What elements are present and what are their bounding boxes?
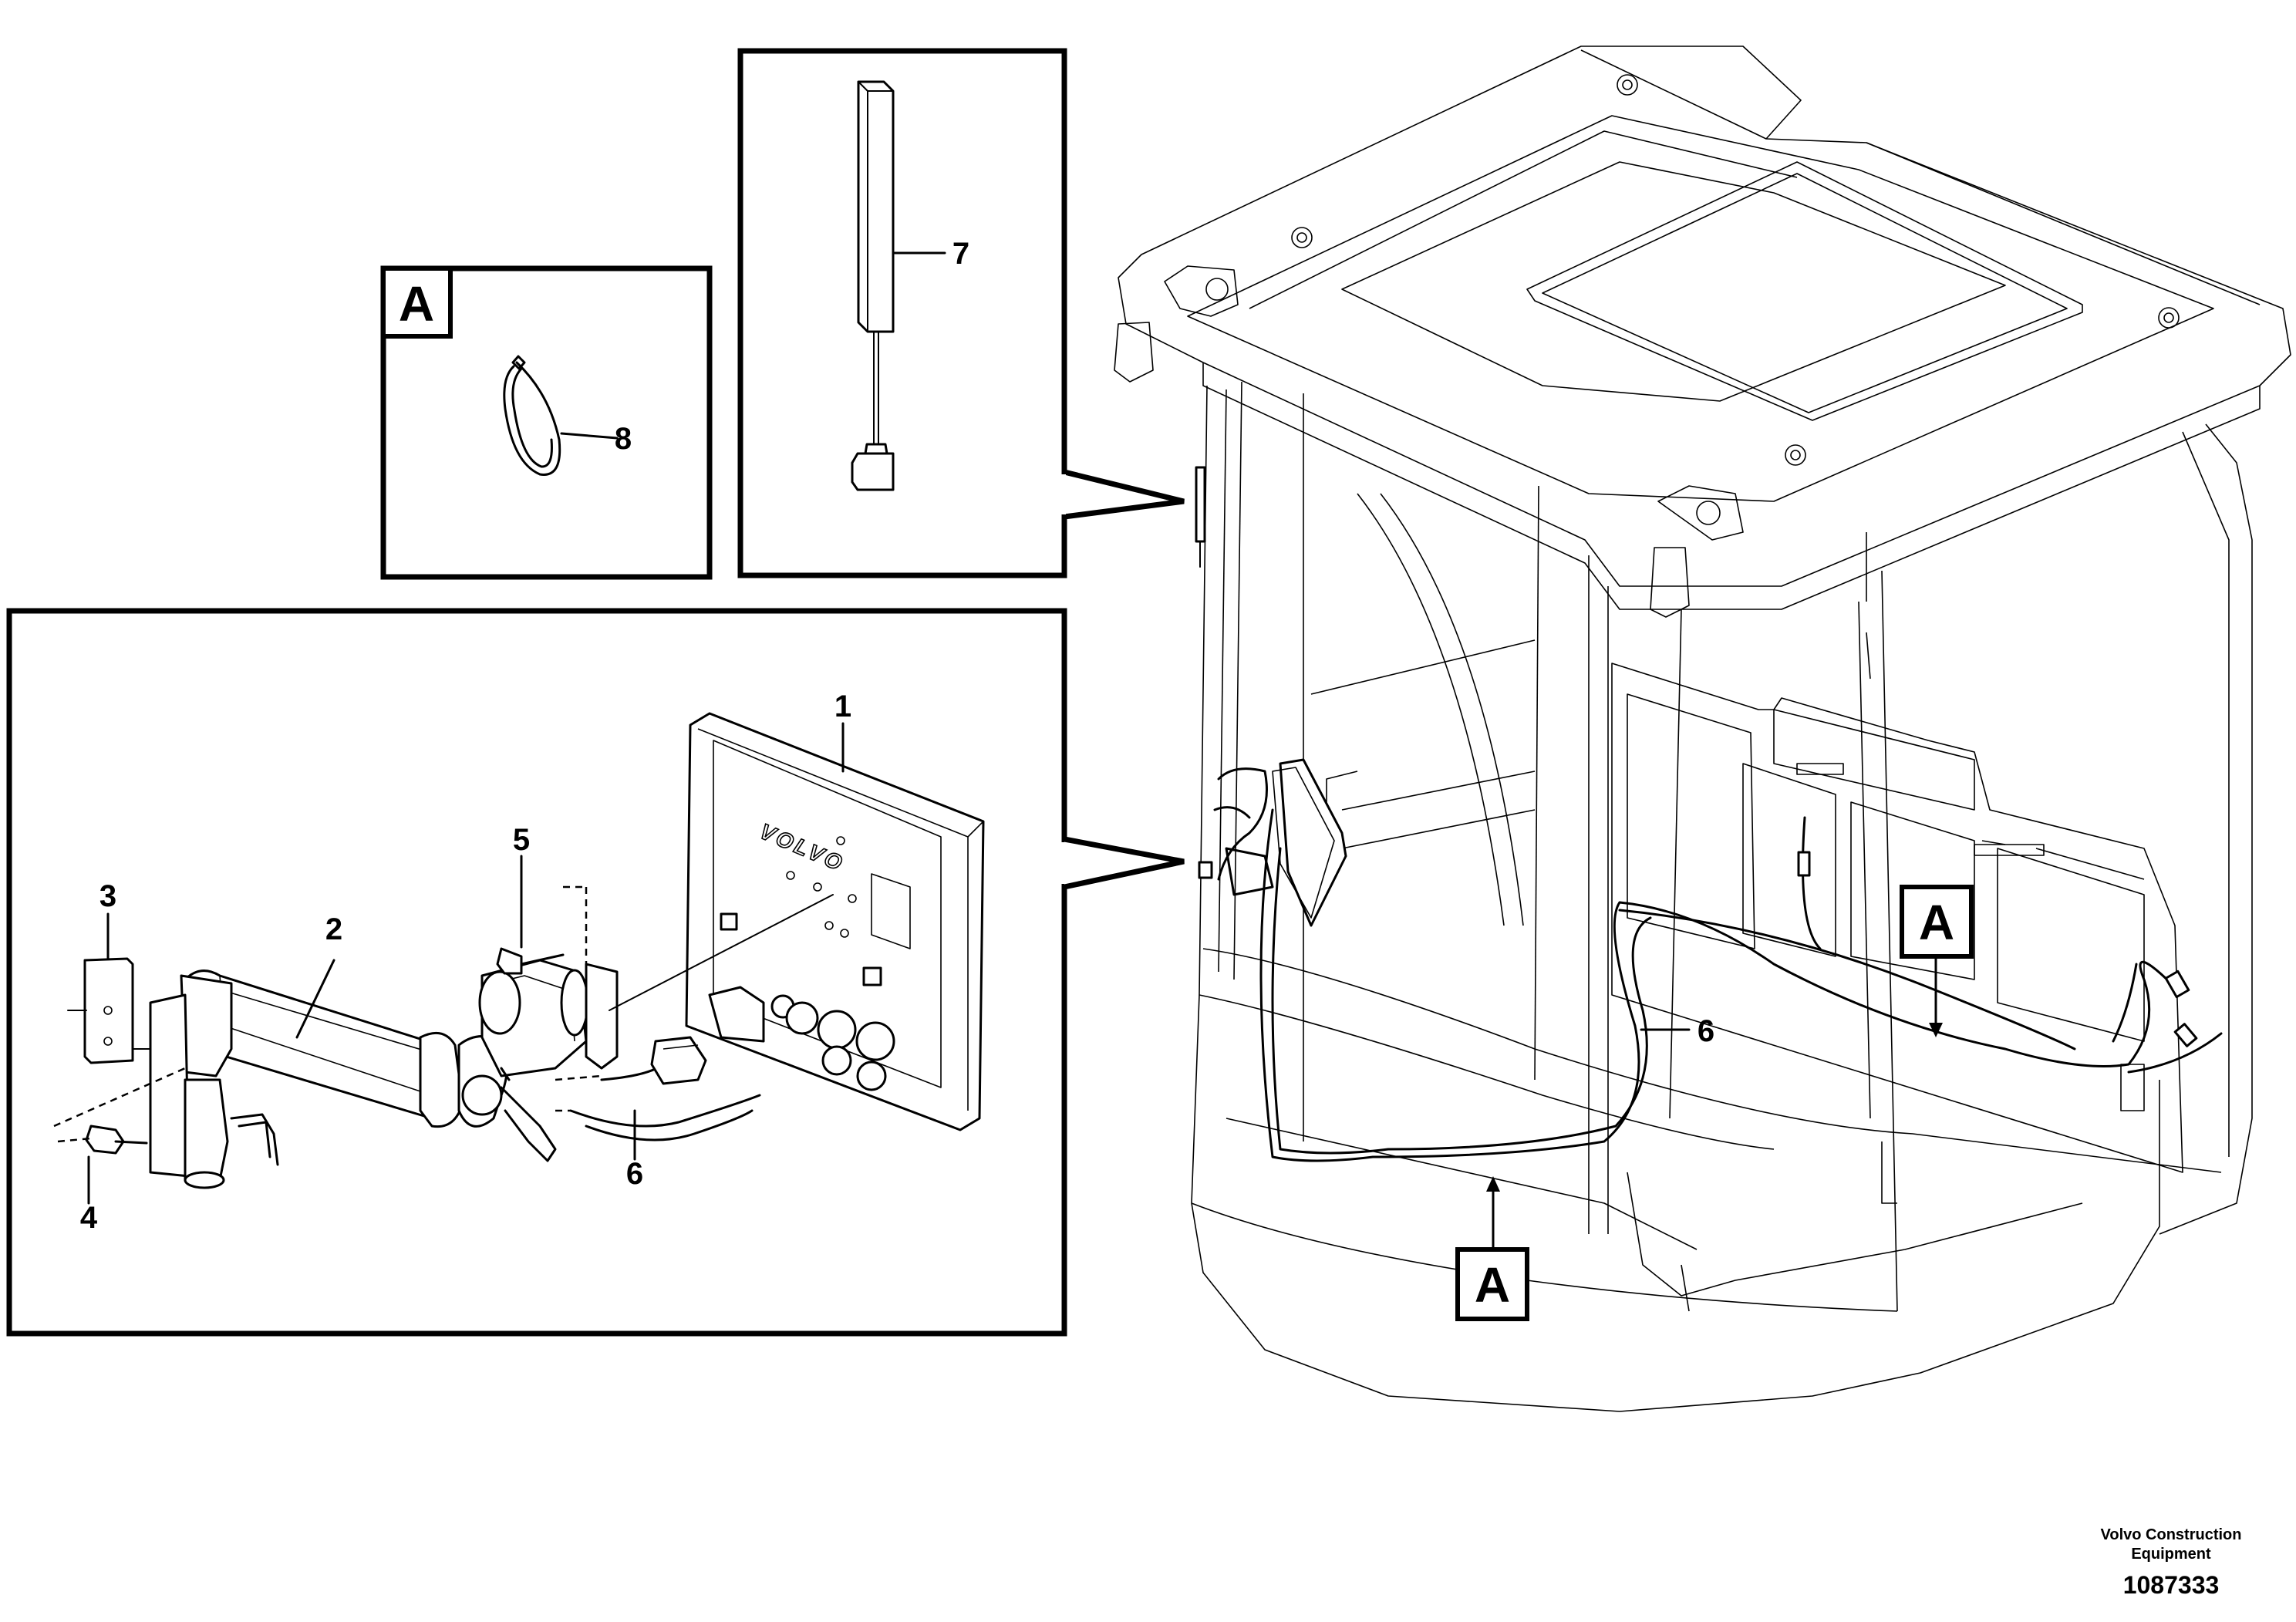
cab-section-markers <box>1455 885 1974 1321</box>
harness-detail <box>555 1036 761 1141</box>
callout-3-plate: 3 <box>99 879 116 913</box>
callout-1-display: 1 <box>834 690 851 723</box>
cab-rear-panel <box>1611 663 2183 1173</box>
footer-company-line1: Volvo Construction <box>2101 1526 2242 1543</box>
detail-box-antenna <box>737 48 1185 578</box>
footer-company-line2: Equipment <box>2131 1546 2211 1563</box>
callout-5-screw: 5 <box>513 823 530 857</box>
display-unit: VOLVO <box>685 712 985 1131</box>
detail-box-cable-tie <box>380 265 713 580</box>
callout-6-harness-cab: 6 <box>1698 1014 1714 1048</box>
callout-8-cable-tie: 8 <box>615 422 632 456</box>
callout-7-antenna: 7 <box>952 237 969 271</box>
drawing-number: 1087333 <box>2123 1571 2220 1599</box>
callout-2-arm: 2 <box>325 912 342 946</box>
cab-harness <box>1195 466 2223 1162</box>
section-mark-a-harness-upper: A <box>1919 895 1954 950</box>
mounting-arm <box>53 885 834 1189</box>
cab-illustration <box>1114 46 2291 1412</box>
leader-lines <box>87 722 845 1205</box>
callout-6-harness-detail: 6 <box>626 1157 643 1191</box>
section-mark-a-detail: A <box>399 276 434 332</box>
detail-box-display: VOLVO <box>6 608 1185 1337</box>
callout-4-screw: 4 <box>80 1201 98 1235</box>
section-mark-a-harness-lower: A <box>1475 1257 1510 1313</box>
cab-roof <box>1114 46 2291 618</box>
cab-body <box>1191 381 2253 1412</box>
